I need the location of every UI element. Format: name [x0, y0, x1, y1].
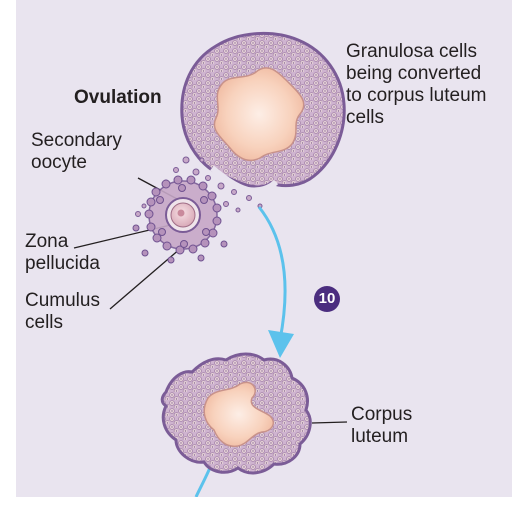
granulosa-cells-label: Granulosa cells being converted to corpu… [346, 41, 487, 128]
ovulation-label: Ovulation [74, 87, 162, 108]
cumulus-leader [109, 241, 189, 310]
diagram-figure: Ovulation Granulosa cells being converte… [16, 0, 512, 497]
step-number-badge: 10 [314, 286, 340, 312]
ruptured-follicle [180, 31, 346, 194]
secondary-oocyte-label: Secondary oocyte [31, 130, 122, 173]
arrow-head [268, 330, 294, 358]
corpus-luteum [160, 352, 312, 475]
diagram-art [73, 31, 348, 497]
corpus-luteum-label: Corpus luteum [351, 404, 413, 447]
zona-pellucida-label: Zona pellucida [25, 231, 100, 274]
ovulation-arrow [257, 206, 287, 341]
cumulus-oocyte-complex [132, 175, 228, 264]
cumulus-cells-label: Cumulus cells [25, 290, 100, 333]
corpus-luteum-leader [311, 421, 348, 424]
